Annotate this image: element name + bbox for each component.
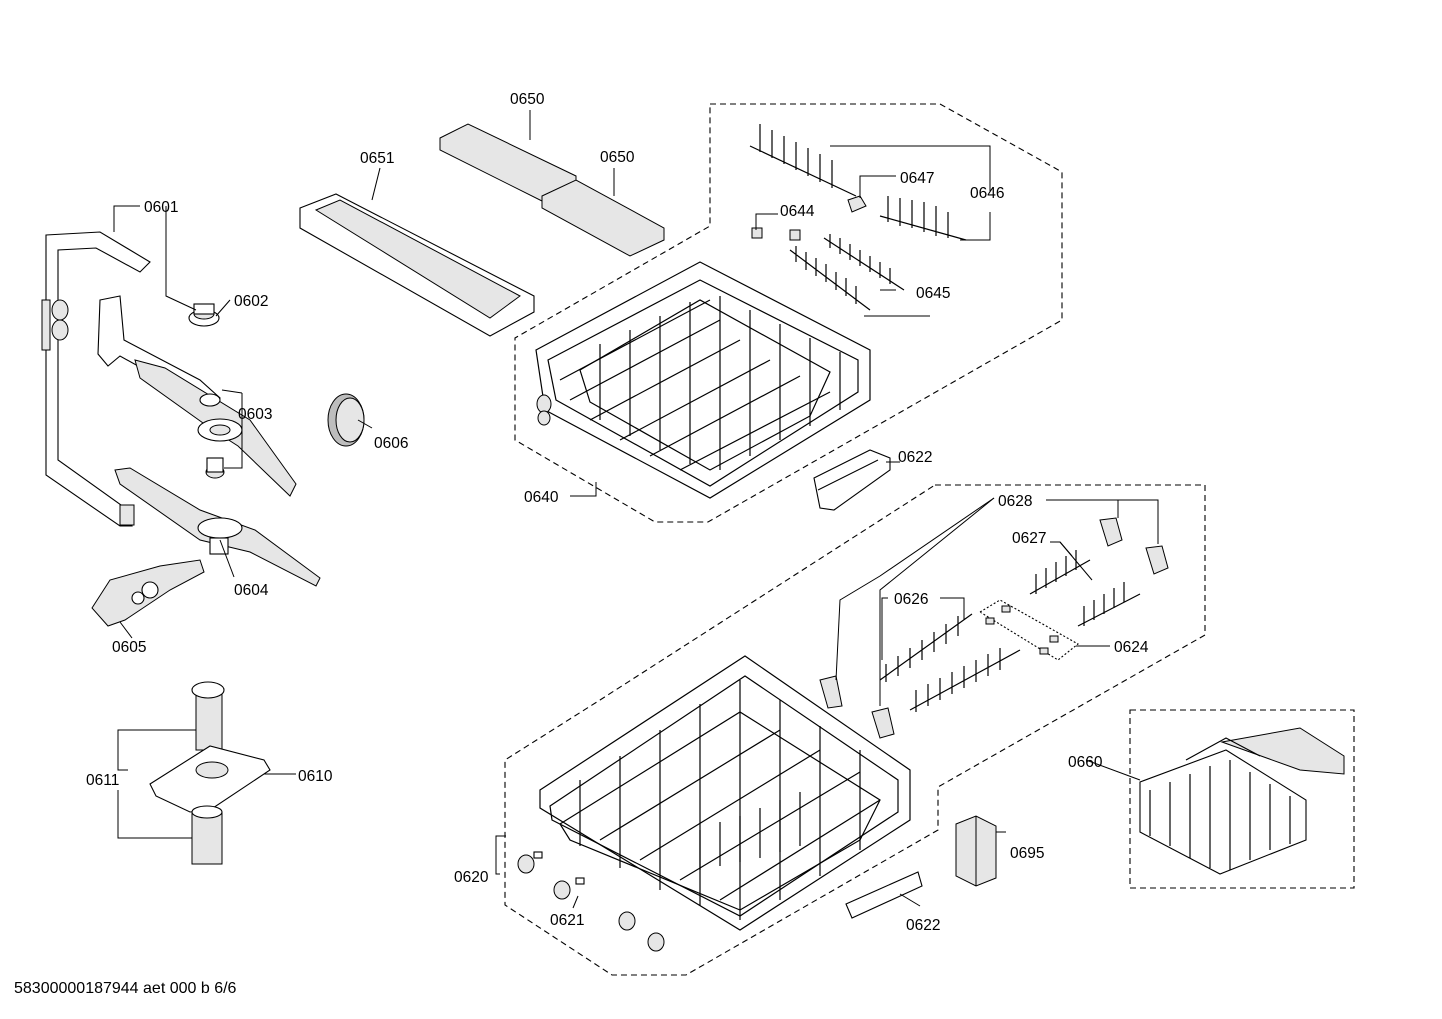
- cutlery-basket-0660: [1139, 727, 1345, 875]
- label-0622-upper: 0622: [898, 449, 932, 466]
- basket-handle-0622-lower: [845, 871, 923, 919]
- upper-basket-group-outline: [514, 103, 1063, 523]
- label-0611: 0611: [86, 772, 119, 789]
- label-0660: 0660: [1068, 754, 1103, 771]
- small-basket-0695: [955, 815, 997, 887]
- label-0650-second: 0650: [600, 149, 635, 166]
- cover-0606: [327, 393, 365, 447]
- basket-handle-0622-upper: [813, 449, 891, 511]
- label-0651: 0651: [360, 150, 394, 167]
- tine-rows-0627: [1029, 550, 1141, 627]
- wheels-0621: [517, 851, 665, 952]
- label-0624: 0624: [1114, 639, 1149, 656]
- tine-row-0646-left: [749, 124, 857, 197]
- cutlery-drawer-0651: [299, 193, 535, 337]
- lower-basket: [539, 655, 911, 931]
- label-0646: 0646: [970, 185, 1004, 202]
- lower-basket-group-outline: [504, 484, 1206, 976]
- tine-rows-0645: [789, 234, 905, 311]
- lower-spray-arm: [114, 457, 321, 587]
- label-0610: 0610: [298, 768, 333, 785]
- label-0628: 0628: [998, 493, 1032, 510]
- spray-supply-pipe: [41, 231, 151, 527]
- upper-basket: [535, 261, 871, 499]
- label-0626: 0626: [894, 591, 928, 608]
- leader-lines: [113, 110, 1159, 909]
- label-0603: 0603: [238, 406, 272, 423]
- document-id: 58300000187944 aet 000 b 6/6: [14, 980, 237, 997]
- label-0605: 0605: [112, 639, 146, 656]
- sump-filter: [149, 681, 271, 865]
- label-0645: 0645: [916, 285, 950, 302]
- clips-0624: [978, 599, 1079, 661]
- label-0606: 0606: [374, 435, 408, 452]
- clip-0647: [847, 195, 867, 213]
- label-0621: 0621: [550, 912, 584, 929]
- clips-0644: [751, 227, 801, 241]
- label-0650-top: 0650: [510, 91, 545, 108]
- spray-cover-0605: [91, 559, 205, 627]
- label-0604: 0604: [234, 582, 269, 599]
- spray-arm-connector: [188, 303, 220, 327]
- tine-row-0626-lower: [909, 648, 1021, 712]
- label-0695: 0695: [1010, 845, 1044, 862]
- label-0601: 0601: [144, 199, 178, 216]
- label-0627: 0627: [1012, 530, 1046, 547]
- upper-spray-arm: [97, 295, 297, 497]
- label-0620: 0620: [454, 869, 489, 886]
- label-0602: 0602: [234, 293, 268, 310]
- cutlery-basket-group-outline: [1129, 709, 1355, 889]
- clips-0628: [819, 517, 1169, 739]
- label-0622-lower: 0622: [906, 917, 940, 934]
- label-0647: 0647: [900, 170, 934, 187]
- tray-0650-lower: [541, 179, 665, 257]
- label-0644: 0644: [780, 203, 815, 220]
- label-0640: 0640: [524, 489, 559, 506]
- tine-row-0646-right: [879, 196, 967, 241]
- tine-row-0626-upper: [879, 613, 973, 682]
